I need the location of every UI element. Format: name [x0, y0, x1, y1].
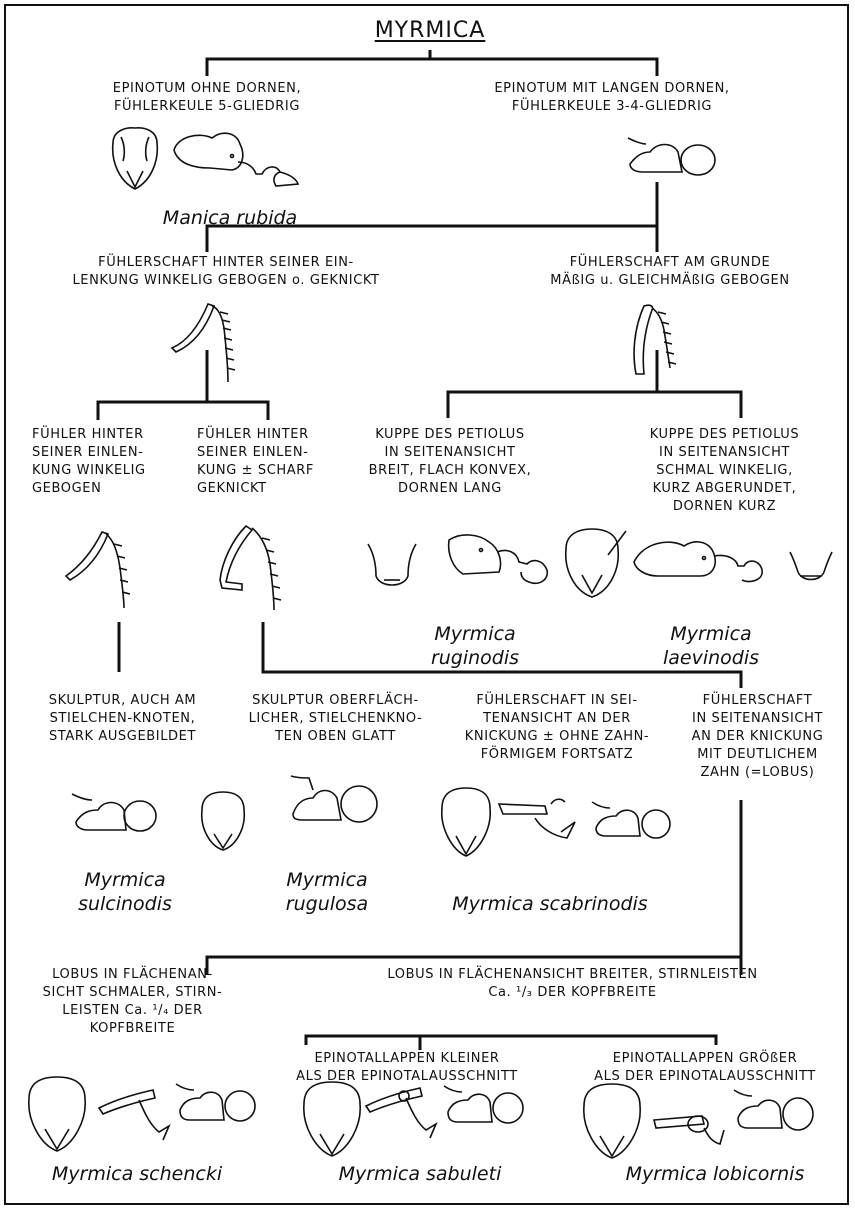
ant-head-front-view-icon [200, 791, 246, 851]
ant-mesosoma-side-view-icon [71, 793, 157, 832]
couplet-1-left: EPINOTUM OHNE DORNEN, FÜHLERKEULE 5-GLIE… [112, 81, 302, 114]
couplet-3b: FÜHLER HINTER SEINER EINLEN- KUNG ± SCHA… [197, 427, 314, 496]
ant-head-front-view-icon [303, 1081, 361, 1157]
couplet-4d: FÜHLERSCHAFT IN SEITENANSICHT AN DER KNI… [691, 693, 824, 780]
couplet-6-right: EPINOTALLAPPEN GRÖßER ALS DER EPINOTALAU… [594, 1051, 816, 1084]
antenna-scape-icon [497, 798, 576, 839]
couplet-3a: FÜHLER HINTER SEINER EINLEN- KUNG WINKEL… [32, 427, 146, 496]
couplet-4b: SKULPTUR OBERFLÄCH- LICHER, STIELCHENKNO… [248, 693, 423, 744]
page-frame [4, 4, 849, 1205]
couplet-4a: SKULPTUR, AUCH AM STIELCHEN-KNOTEN, STAR… [48, 693, 197, 744]
ant-head-front-view-icon [28, 1076, 86, 1152]
ant-head-front-view-icon [441, 787, 491, 857]
antenna-scape-icon [652, 1115, 725, 1145]
species-sulcinodis: Myrmica sulcinodis [78, 869, 172, 915]
species-manica-rubida: Manica rubida [162, 207, 298, 229]
ant-mesosoma-side-view-icon [733, 1089, 814, 1131]
couplet-5-left: LOBUS IN FLÄCHENAN- SICHT SCHMALER, STIR… [42, 967, 223, 1036]
petiole-node-icon [789, 551, 833, 581]
species-schencki: Myrmica schencki [51, 1163, 223, 1185]
antenna-scape-icon [633, 304, 677, 375]
species-lobicornis: Myrmica lobicornis [625, 1163, 805, 1185]
ant-mesosoma-side-view-icon [290, 775, 378, 823]
couplet-4c: FÜHLERSCHAFT IN SEI- TENANSICHT AN DER K… [464, 693, 650, 762]
ant-head-front-view-icon [583, 1083, 641, 1159]
ant-head-front-view-icon [565, 528, 627, 598]
couplet-6-left: EPINOTALLAPPEN KLEINER ALS DER EPINOTALA… [296, 1051, 518, 1084]
ant-mesosoma-side-view-icon [443, 1085, 524, 1124]
couplet-2-right: FÜHLERSCHAFT AM GRUNDE MÄßIG u. GLEICHMÄ… [550, 255, 790, 288]
antenna-scape-icon [64, 531, 131, 609]
page-title: MYRMICA [374, 18, 486, 43]
species-ruginodis: Myrmica ruginodis [430, 623, 520, 669]
species-scabrinodis: Myrmica scabrinodis [452, 893, 648, 915]
ant-mesosoma-side-view-icon [447, 534, 549, 585]
ant-mesosoma-side-view-icon [627, 137, 716, 176]
couplet-3c: KUPPE DES PETIOLUS IN SEITENANSICHT BREI… [368, 427, 532, 496]
antenna-scape-icon [219, 524, 282, 611]
species-sabuleti: Myrmica sabuleti [338, 1163, 502, 1185]
antenna-scape-icon [97, 1089, 171, 1141]
ant-head-front-view-icon [111, 127, 159, 190]
species-rugulosa: Myrmica rugulosa [285, 869, 369, 915]
couplet-1-right: EPINOTUM MIT LANGEN DORNEN, FÜHLERKEULE … [494, 81, 730, 114]
couplet-2-left: FÜHLERSCHAFT HINTER SEINER EIN- LENKUNG … [72, 255, 380, 288]
petiole-node-icon [367, 543, 417, 586]
couplet-5-right: LOBUS IN FLÄCHENANSICHT BREITER, STIRNLE… [387, 967, 758, 1000]
couplet-3d: KUPPE DES PETIOLUS IN SEITENANSICHT SCHM… [649, 427, 800, 514]
antenna-scape-icon [364, 1087, 438, 1139]
antenna-scape-icon [170, 303, 236, 383]
ant-mesosoma-side-view-icon [173, 132, 300, 187]
ant-mesosoma-side-view-icon [175, 1083, 256, 1122]
ant-mesosoma-side-view-icon [633, 541, 763, 583]
species-laevinodis: Myrmica laevinodis [662, 623, 760, 669]
ant-mesosoma-side-view-icon [591, 801, 671, 839]
